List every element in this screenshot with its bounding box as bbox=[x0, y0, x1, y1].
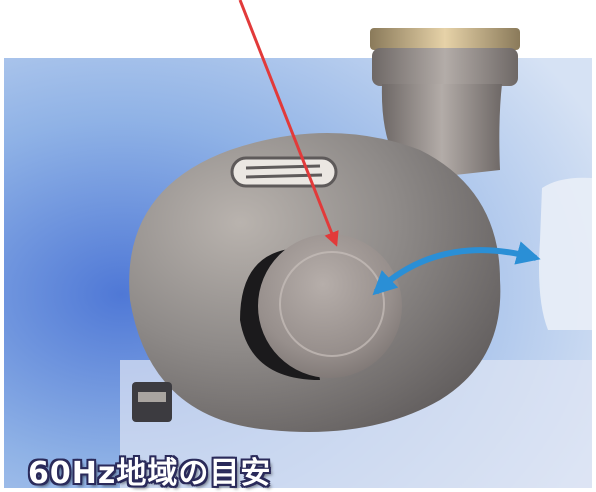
photo-caption: 60Hz地域の目安 bbox=[28, 456, 272, 491]
curved-double-arrow-icon bbox=[372, 241, 541, 296]
pump-casing bbox=[129, 133, 501, 432]
background-box bbox=[539, 177, 592, 330]
pointer-arrow-icon bbox=[238, 0, 339, 247]
